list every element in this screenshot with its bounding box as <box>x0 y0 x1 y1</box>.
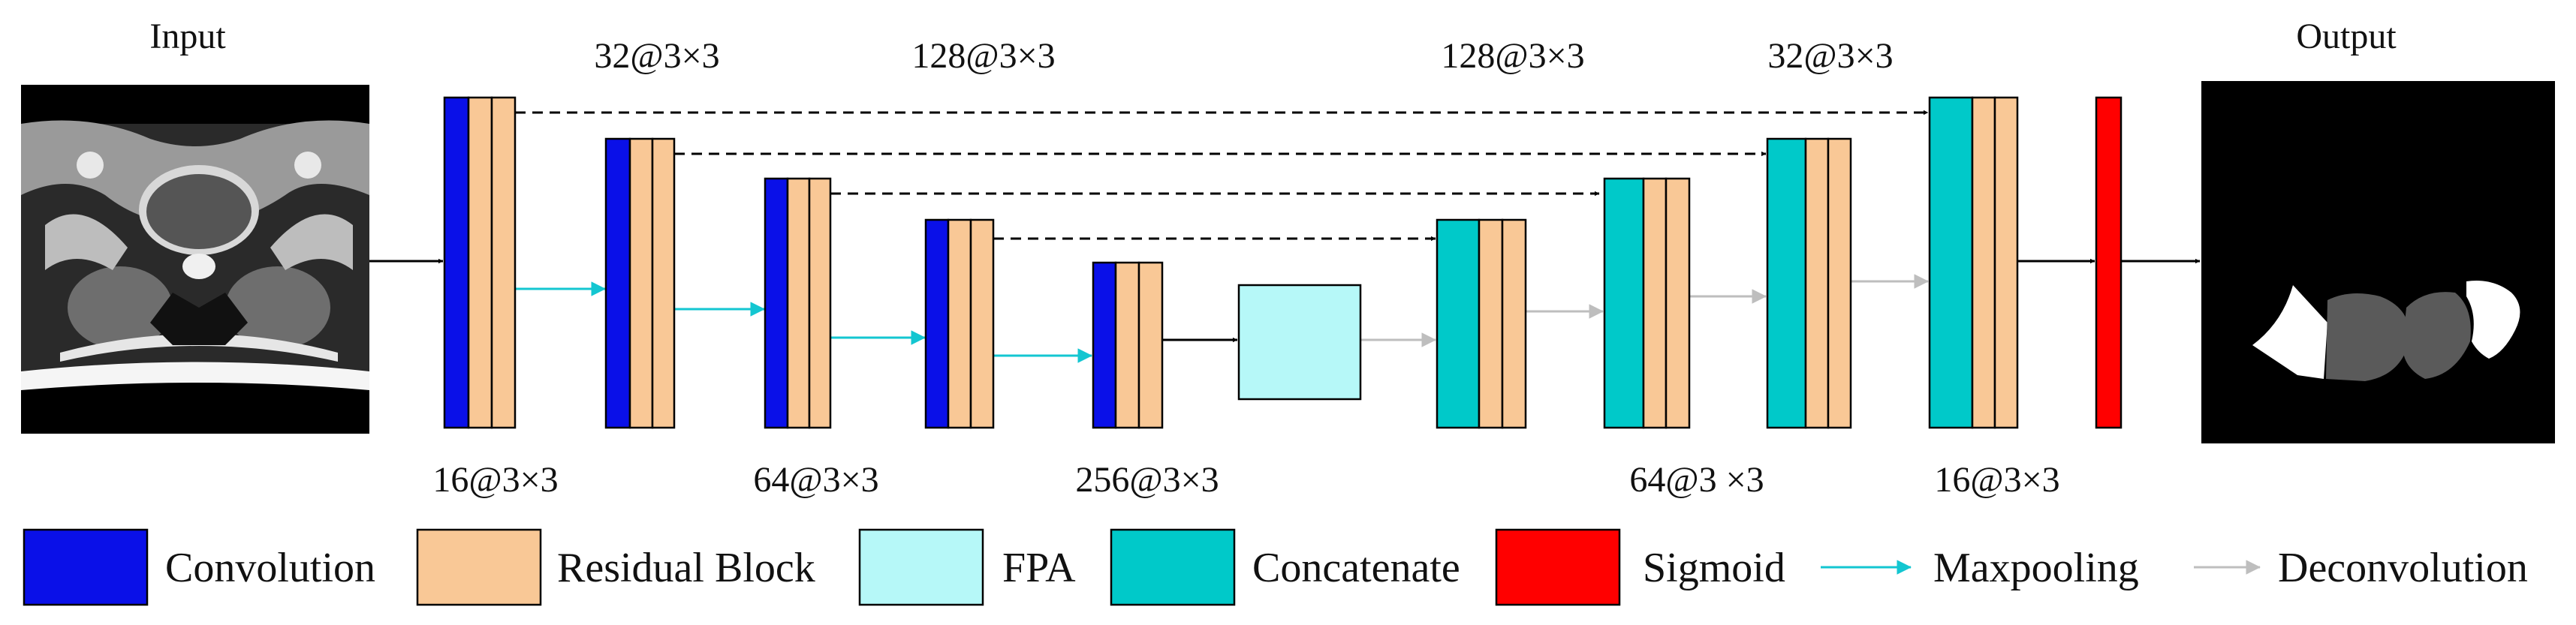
legend-label: Concatenate <box>1252 545 1460 591</box>
concatenate-layer <box>1928 96 1974 429</box>
skip-connections <box>515 110 1929 242</box>
residual-layer <box>490 96 517 429</box>
legend-swatch-convolution <box>23 528 149 606</box>
legend-item-sigmoid: Sigmoid <box>1495 528 1785 606</box>
convolution-layer <box>1092 261 1117 429</box>
legend-swatch-sigmoid <box>1495 528 1621 606</box>
enc5-label: 256@3×3 <box>1075 460 1219 500</box>
output-label: Output <box>2296 17 2397 56</box>
residual-layer <box>1665 177 1691 429</box>
flow-arrows <box>369 258 2201 363</box>
residual-layer <box>1993 96 2019 429</box>
residual-layer <box>1971 96 1996 429</box>
residual-layer <box>1137 261 1164 429</box>
residual-layer <box>651 137 676 429</box>
convolution-layer <box>924 218 950 429</box>
convolution-layer <box>604 137 631 429</box>
residual-layer <box>1478 218 1504 429</box>
residual-layer <box>467 96 493 429</box>
input-label: Input <box>149 17 226 56</box>
fpa-block <box>1237 284 1362 401</box>
residual-layer <box>786 177 811 429</box>
output-image <box>2201 81 2555 443</box>
concatenate-layer <box>1603 177 1645 429</box>
input-image <box>21 85 369 434</box>
residual-layer <box>1804 137 1830 429</box>
legend-item-residual-block: Residual Block <box>416 528 815 606</box>
convolution-layer <box>764 177 789 429</box>
dec2-label: 32@3×3 <box>1767 36 1893 76</box>
enc2-label: 32@3×3 <box>594 36 719 76</box>
enc3-label: 64@3×3 <box>753 460 878 500</box>
residual-layer <box>1114 261 1140 429</box>
dec1-label: 16@3×3 <box>1934 460 2059 500</box>
decoder-block-1 <box>1928 96 2019 429</box>
encoder-block-3 <box>764 177 832 429</box>
dec3-label: 64@3 ×3 <box>1629 460 1764 500</box>
enc4-label: 128@3×3 <box>911 36 1055 76</box>
residual-layer <box>947 218 972 429</box>
legend-label: Maxpooling <box>1933 545 2139 591</box>
residual-layer <box>969 218 995 429</box>
legend-label: Convolution <box>165 545 375 591</box>
encoder-block-1 <box>443 96 517 429</box>
legend-swatch-concatenate <box>1110 528 1236 606</box>
residual-layer <box>808 177 832 429</box>
legend-label: Residual Block <box>557 545 815 591</box>
encoder-block-4 <box>924 218 995 429</box>
decoder-block-2 <box>1766 137 1852 429</box>
legend-label: Sigmoid <box>1643 545 1785 591</box>
concatenate-layer <box>1436 218 1481 429</box>
legend-item-convolution: Convolution <box>23 528 375 606</box>
enc1-label: 16@3×3 <box>432 460 558 500</box>
sigmoid-layer <box>2095 96 2123 429</box>
dec4-label: 128@3×3 <box>1441 36 1584 76</box>
legend-item-deconvolution: Deconvolution <box>2194 545 2528 591</box>
legend-item-fpa: FPA <box>858 528 1076 606</box>
residual-layer <box>1501 218 1527 429</box>
legend: Convolution Residual Block FPA Concatena… <box>23 528 2528 606</box>
decoder-block-4 <box>1436 218 1527 429</box>
legend-item-concatenate: Concatenate <box>1110 528 1460 606</box>
legend-item-maxpooling: Maxpooling <box>1821 545 2139 591</box>
decoder-block-3 <box>1603 177 1691 429</box>
encoder-block-2 <box>604 137 676 429</box>
residual-layer <box>1642 177 1668 429</box>
concatenate-layer <box>1766 137 1807 429</box>
convolution-layer <box>443 96 470 429</box>
encoder-block-5 <box>1092 261 1164 429</box>
legend-swatch-fpa <box>858 528 984 606</box>
legend-swatch-residual <box>416 528 542 606</box>
legend-label: FPA <box>1002 545 1076 591</box>
residual-layer <box>628 137 654 429</box>
residual-layer <box>1827 137 1852 429</box>
legend-label: Deconvolution <box>2278 545 2528 591</box>
